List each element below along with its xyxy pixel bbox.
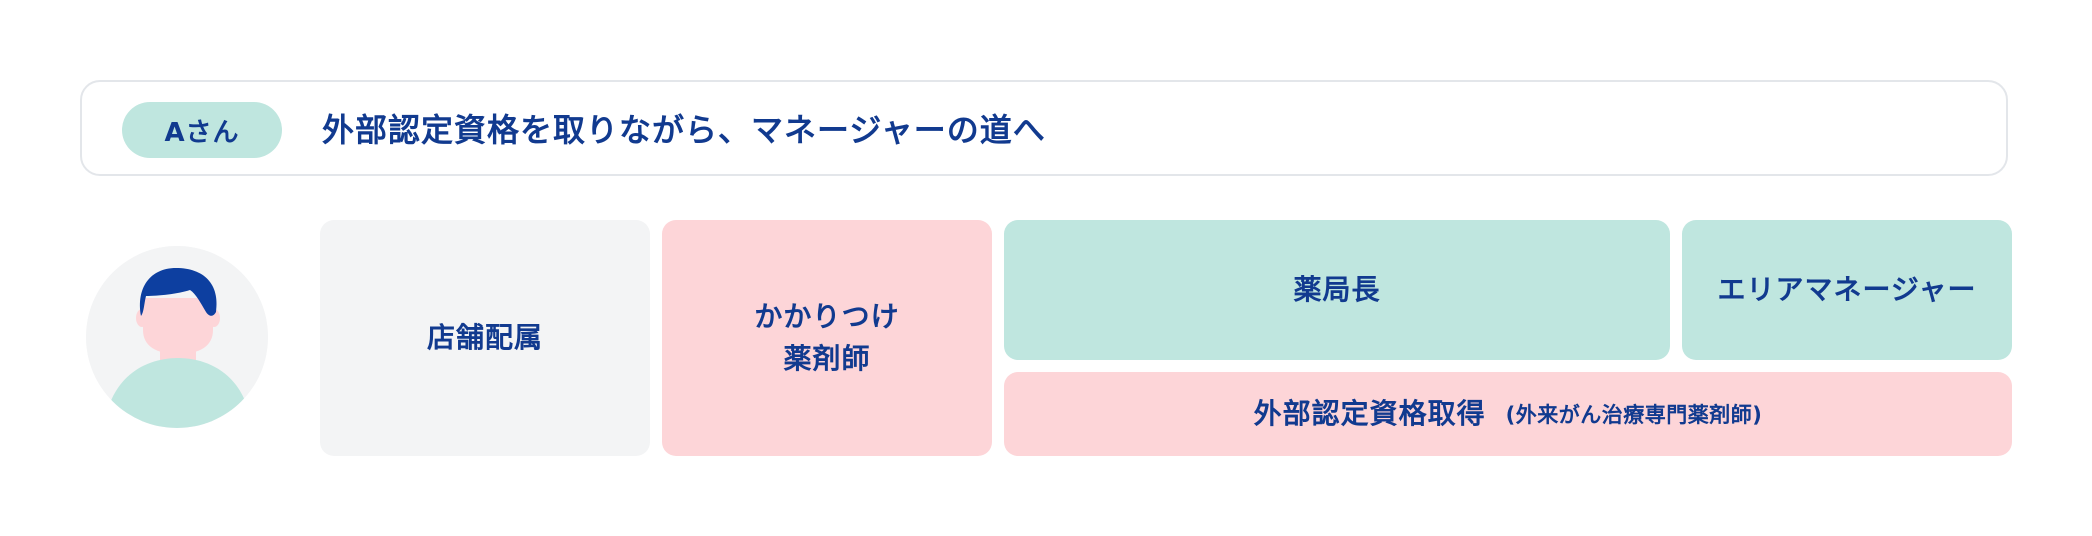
stage-label-line-1: かかりつけ: [754, 300, 900, 333]
stage-family-pharmacist: かかりつけ 薬剤師: [662, 220, 992, 456]
person-avatar-icon: [86, 246, 268, 428]
stage-store-assignment: 店舗配属: [320, 220, 650, 456]
person-badge: Aさん: [122, 102, 282, 158]
stage-label-line-2: 薬剤師: [783, 342, 871, 375]
certification-note: (外来がん治療専門薬剤師): [1505, 403, 1763, 427]
header-panel: Aさん 外部認定資格を取りながら、マネージャーの道へ: [80, 80, 2008, 176]
stage-label: エリアマネージャー: [1717, 273, 1977, 306]
stage-pharmacy-manager: 薬局長: [1004, 220, 1670, 360]
headline: 外部認定資格を取りながら、マネージャーの道へ: [322, 111, 1046, 149]
stage-label: 店舗配属: [426, 321, 543, 354]
stage-area-manager: エリアマネージャー: [1682, 220, 2012, 360]
stage-label: かかりつけ 薬剤師: [754, 296, 899, 380]
stage-label: 薬局長: [1293, 273, 1381, 306]
certification-label: 外部認定資格取得: [1253, 397, 1486, 430]
certification-bar: 外部認定資格取得 (外来がん治療専門薬剤師): [1004, 372, 2012, 456]
